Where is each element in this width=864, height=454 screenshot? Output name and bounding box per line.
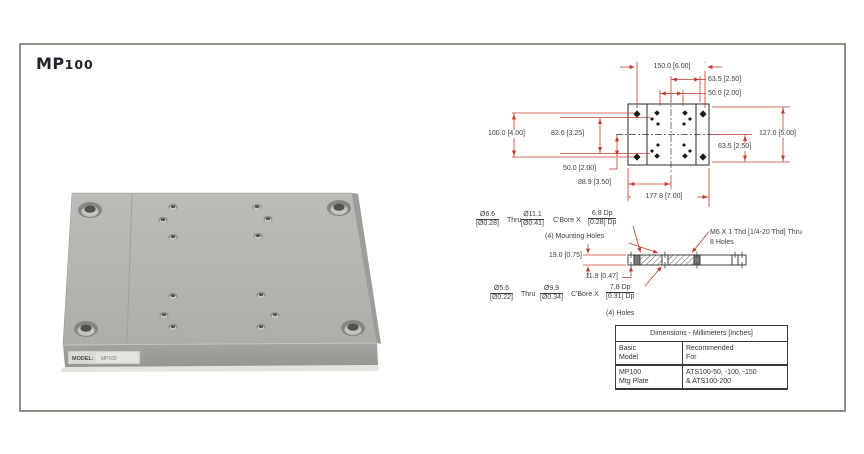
plate-seam-line bbox=[126, 193, 133, 345]
dia-mm: Ø5.6 bbox=[490, 285, 513, 294]
cbore-in: [Ø0.34] bbox=[540, 294, 563, 301]
callout-holes-note: (4) Holes bbox=[606, 310, 635, 317]
plate-photo: MODEL: MP100 bbox=[60, 192, 381, 372]
dia-mm: Ø6.6 bbox=[476, 211, 499, 220]
top-view-hole-symbols bbox=[633, 110, 707, 161]
callout-holes-cbore-dia: Ø9.9 [Ø0.34] bbox=[540, 285, 563, 302]
callout-mounting-thru: Thru bbox=[507, 217, 522, 224]
thread-line1: M6 X 1 Thd [1/4-20 Thd] Thru bbox=[710, 229, 802, 236]
dim-label-50-top: 50.0 [2.00] bbox=[708, 90, 742, 97]
page-title-prefix: MP bbox=[36, 54, 65, 73]
dim-label-100: 100.0 [4.00] bbox=[487, 130, 526, 138]
section-view bbox=[627, 251, 747, 269]
dim-label-150: 150.0 [6.00] bbox=[638, 63, 706, 71]
dimensions-table: Dimensions - Millimeters [Inches] Basic … bbox=[615, 325, 788, 390]
header-line: Model bbox=[619, 354, 639, 361]
depth-in: [0.31] Dp bbox=[606, 293, 635, 300]
dim-label-82-6: 82.6 [3.25] bbox=[550, 130, 586, 138]
callout-thread: M6 X 1 Thd [1/4-20 Thd] Thru 8 Holes bbox=[710, 228, 835, 247]
top-view-centerlines bbox=[616, 96, 721, 173]
callout-mounting-dia: Ø6.6 [Ø0.28] bbox=[476, 211, 499, 228]
table-header-recommended-for: Recommended For bbox=[683, 342, 787, 364]
dim-label-127: 127.0 [5.00] bbox=[758, 130, 797, 138]
callout-holes-dia: Ø5.6 [Ø0.22] bbox=[490, 285, 513, 302]
cell-line: ATS100-50, -100, -150 bbox=[686, 369, 757, 376]
dim-label-63-5-top: 63.5 [2.50] bbox=[708, 76, 742, 83]
callout-mounting-cbore-label: C'Bore X bbox=[553, 217, 581, 224]
callout-holes-cbore-label: C'Bore X bbox=[571, 291, 599, 298]
cell-line: MP100 bbox=[619, 369, 642, 376]
depth-in: [0.28] Dp bbox=[588, 219, 617, 226]
table-title: Dimensions - Millimeters [Inches] bbox=[616, 326, 787, 342]
model-label-value-area bbox=[96, 352, 138, 363]
depth-mm: 6.8 Dp bbox=[588, 210, 617, 219]
dia-in: [Ø0.22] bbox=[490, 294, 513, 301]
cbore-mm: Ø9.9 bbox=[540, 285, 563, 294]
callout-mounting-depth: 6.8 Dp [0.28] Dp bbox=[588, 210, 617, 227]
technical-drawing bbox=[511, 62, 790, 287]
dia-in: [Ø0.28] bbox=[476, 220, 499, 227]
plate-front-face bbox=[63, 343, 378, 367]
table-cell-recommended: ATS100-50, -100, -150 & ATS100-200 bbox=[683, 366, 787, 388]
dim-label-63-5-right: 63.5 [2.50] bbox=[717, 143, 753, 151]
cell-line: Mtg Plate bbox=[619, 378, 649, 385]
plate-top-face bbox=[62, 192, 378, 346]
cbore-mm: Ø11.1 bbox=[521, 211, 544, 220]
header-line: Basic bbox=[619, 345, 637, 352]
table-data-row: MP100 Mtg Plate ATS100-50, -100, -150 & … bbox=[616, 364, 787, 388]
dim-label-11-9: 11.9 [0.47] bbox=[585, 273, 618, 280]
callout-mounting-note: (4) Mounting Holes bbox=[545, 233, 605, 240]
callout-holes-thru: Thru bbox=[521, 291, 536, 298]
header-line: For bbox=[686, 354, 697, 361]
plate-right-face bbox=[352, 193, 381, 344]
table-header-basic-model: Basic Model bbox=[616, 342, 683, 364]
plate-front-edge-highlight bbox=[62, 342, 378, 346]
callout-mounting-cbore-dia: Ø11.1 [Ø0.41] bbox=[521, 211, 544, 228]
dim-label-19: 19.0 [0.75] bbox=[548, 252, 582, 259]
dim-label-177-8: 177.8 [7.00] bbox=[631, 193, 697, 201]
plate-shadow bbox=[60, 365, 379, 372]
page-title: MP100 bbox=[36, 54, 94, 73]
table-cell-model: MP100 Mtg Plate bbox=[616, 366, 683, 388]
dim-label-50-bottom: 50.0 [2.00] bbox=[563, 165, 597, 172]
cbore-in: [Ø0.41] bbox=[521, 220, 544, 227]
depth-mm: 7.8 Dp bbox=[606, 284, 635, 293]
dim-label-88-9: 88.9 [3.50] bbox=[578, 179, 612, 186]
thread-line2: 8 Holes bbox=[710, 238, 734, 246]
page-title-number: 100 bbox=[64, 57, 94, 72]
callout-holes-depth: 7.8 Dp [0.31] Dp bbox=[606, 284, 635, 301]
header-line: Recommended bbox=[686, 345, 734, 352]
model-label-value: MP100 bbox=[101, 356, 117, 362]
model-label-text: MODEL: bbox=[72, 356, 94, 362]
cell-line: & ATS100-200 bbox=[686, 378, 732, 385]
table-header-row: Basic Model Recommended For bbox=[616, 342, 787, 364]
